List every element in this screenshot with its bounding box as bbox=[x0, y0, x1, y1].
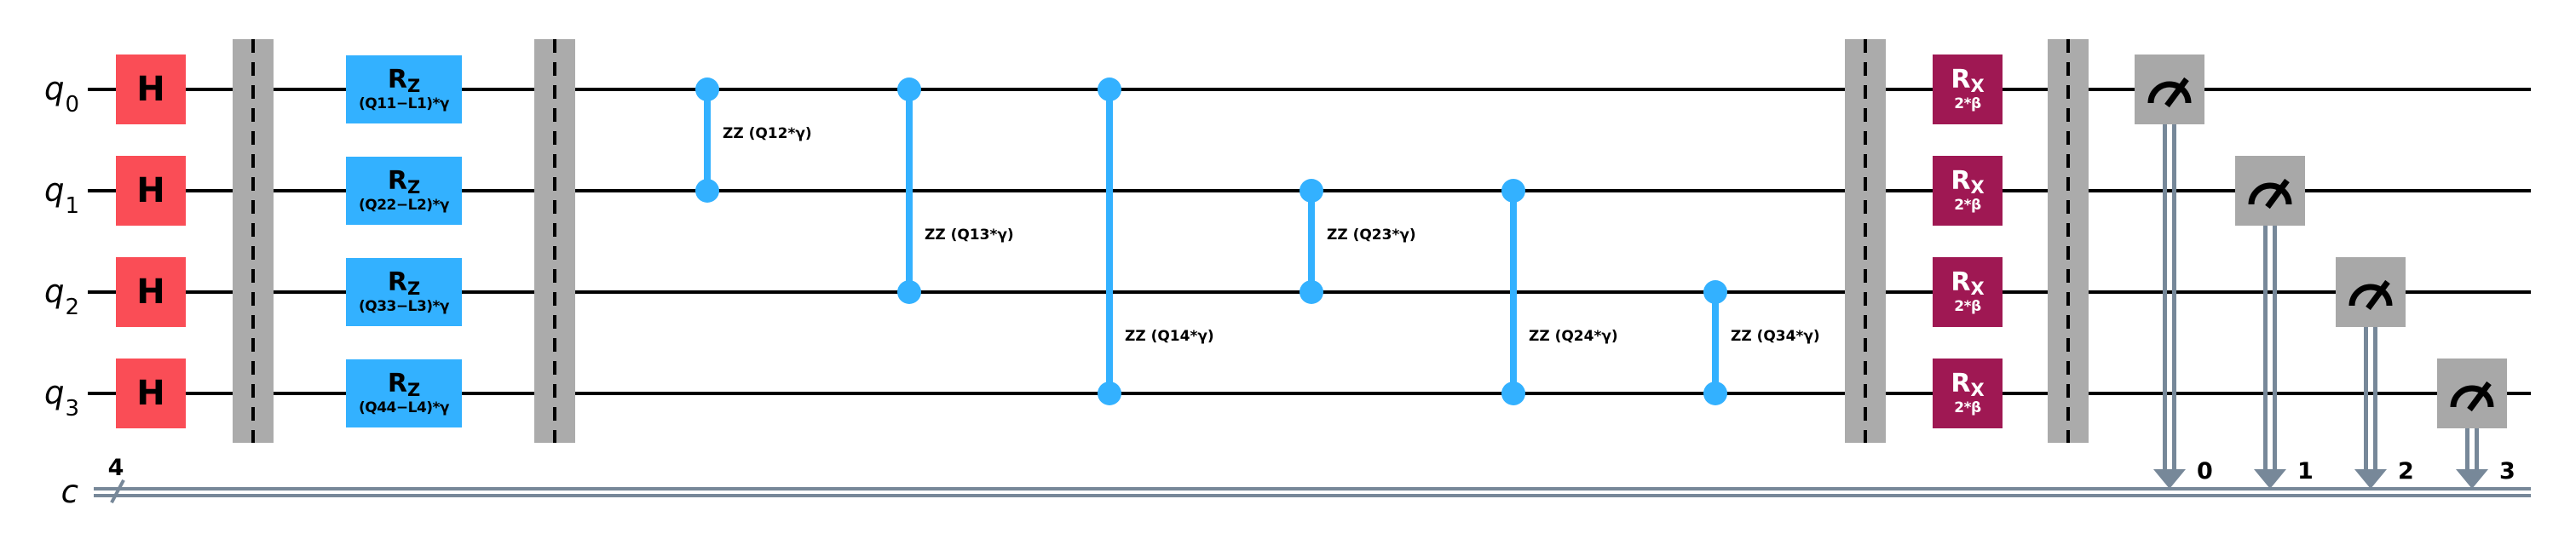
h-gate-q0: H bbox=[116, 54, 186, 124]
barrier-4 bbox=[2048, 39, 2089, 443]
rx-gate-q2: RX 2*β bbox=[1933, 257, 2003, 327]
rx-gate-q0: RX 2*β bbox=[1933, 54, 2003, 124]
rz-gate-q0: RZ (Q11−L1)*γ bbox=[346, 55, 462, 123]
measure-gate-q1 bbox=[2235, 156, 2305, 226]
zz-control-dot bbox=[1300, 179, 1323, 203]
h-gate-q1: H bbox=[116, 156, 186, 226]
h-gate-q2: H bbox=[116, 257, 186, 327]
zz-label-q24: ZZ (Q24*γ) bbox=[1529, 328, 1618, 345]
measure-icon bbox=[2147, 77, 2192, 108]
arrow-down-icon bbox=[2354, 469, 2387, 489]
rz-gate-q2: RZ (Q33−L3)*γ bbox=[346, 258, 462, 326]
measure-gate-q2 bbox=[2336, 257, 2406, 327]
measure-icon bbox=[2450, 381, 2494, 412]
qubit-wire-3 bbox=[88, 392, 2531, 395]
measure-arrow bbox=[2465, 428, 2469, 470]
classical-wire-bottom bbox=[94, 494, 2531, 497]
measure-arrow bbox=[2263, 226, 2268, 470]
rz-gate-q1: RZ (Q22−L2)*γ bbox=[346, 157, 462, 225]
h-gate-q3: H bbox=[116, 359, 186, 428]
zz-connector-q24 bbox=[1510, 191, 1517, 393]
measure-gate-q0 bbox=[2135, 54, 2204, 124]
zz-label-q14: ZZ (Q14*γ) bbox=[1125, 328, 1214, 345]
qubit-label-3: q3 bbox=[43, 375, 79, 422]
arrow-down-icon bbox=[2153, 469, 2186, 489]
zz-control-dot bbox=[695, 77, 719, 101]
barrier-3 bbox=[1845, 39, 1886, 443]
barrier-dash-icon bbox=[1864, 39, 1867, 443]
barrier-dash-icon bbox=[553, 39, 556, 443]
measure-arrow bbox=[2373, 327, 2377, 470]
barrier-2 bbox=[534, 39, 575, 443]
rx-gate-q3: RX 2*β bbox=[1933, 359, 2003, 428]
clbit-index-2: 2 bbox=[2398, 458, 2414, 485]
measure-gate-q3 bbox=[2437, 359, 2507, 428]
qubit-label-2: q2 bbox=[43, 273, 79, 321]
measure-icon bbox=[2348, 279, 2393, 311]
clbit-index-1: 1 bbox=[2297, 458, 2314, 485]
qubit-label-0: q0 bbox=[43, 71, 79, 118]
barrier-1 bbox=[233, 39, 274, 443]
zz-control-dot bbox=[1098, 77, 1121, 101]
measure-arrow bbox=[2172, 124, 2176, 470]
creg-label: c bbox=[61, 473, 78, 510]
measure-icon bbox=[2248, 178, 2292, 209]
rz-gate-q3: RZ (Q44−L4)*γ bbox=[346, 359, 462, 427]
zz-connector-q23 bbox=[1308, 191, 1315, 292]
clbit-index-0: 0 bbox=[2197, 458, 2213, 485]
zz-connector-q13 bbox=[906, 89, 913, 292]
rx-gate-q1: RX 2*β bbox=[1933, 156, 2003, 226]
measure-arrow bbox=[2273, 226, 2277, 470]
arrow-down-icon bbox=[2456, 469, 2488, 489]
zz-control-dot bbox=[1501, 382, 1525, 405]
zz-control-dot bbox=[1300, 280, 1323, 304]
zz-control-dot bbox=[1098, 382, 1121, 405]
zz-label-q34: ZZ (Q34*γ) bbox=[1731, 328, 1820, 345]
classical-wire-slash bbox=[110, 479, 125, 504]
zz-control-dot bbox=[1703, 280, 1727, 304]
zz-control-dot bbox=[1703, 382, 1727, 405]
measure-arrow bbox=[2475, 428, 2479, 470]
zz-connector-q14 bbox=[1106, 89, 1113, 393]
zz-label-q23: ZZ (Q23*γ) bbox=[1327, 227, 1416, 244]
classical-wire-top bbox=[94, 487, 2531, 490]
zz-connector-q12 bbox=[704, 89, 711, 191]
zz-control-dot bbox=[897, 77, 921, 101]
zz-control-dot bbox=[695, 179, 719, 203]
clbit-index-3: 3 bbox=[2499, 458, 2515, 485]
barrier-dash-icon bbox=[2066, 39, 2070, 443]
zz-connector-q34 bbox=[1712, 292, 1719, 393]
qubit-wire-0 bbox=[88, 88, 2531, 91]
qubit-label-1: q1 bbox=[43, 172, 79, 220]
zz-label-q13: ZZ (Q13*γ) bbox=[925, 227, 1014, 244]
zz-control-dot bbox=[1501, 179, 1525, 203]
zz-control-dot bbox=[897, 280, 921, 304]
arrow-down-icon bbox=[2254, 469, 2286, 489]
measure-arrow bbox=[2364, 327, 2368, 470]
barrier-dash-icon bbox=[251, 39, 255, 443]
zz-label-q12: ZZ (Q12*γ) bbox=[723, 125, 812, 142]
creg-size-label: 4 bbox=[107, 455, 124, 481]
measure-arrow bbox=[2163, 124, 2167, 470]
